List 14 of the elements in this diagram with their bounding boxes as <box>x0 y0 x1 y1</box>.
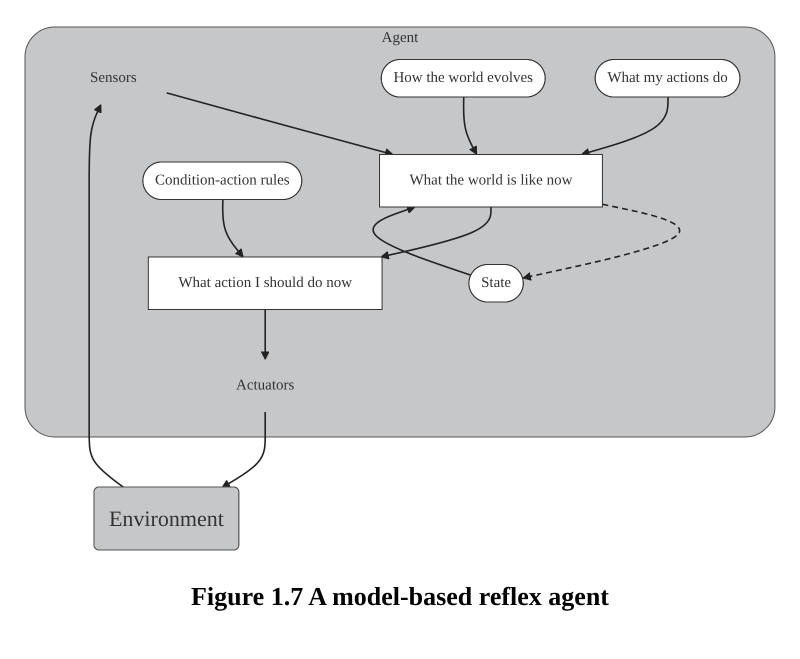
arrow <box>88 104 124 488</box>
node-box: What action I should do now <box>148 256 383 310</box>
node-text: Sensors <box>90 70 137 86</box>
arrow <box>222 199 244 257</box>
arrow <box>260 309 270 360</box>
figure-caption: Figure 1.7 A model-based reflex agent <box>190 582 610 612</box>
node-box: What the world is like now <box>379 154 603 207</box>
arrow <box>462 96 478 154</box>
node-text: Actuators <box>236 376 294 393</box>
arrow <box>372 204 472 276</box>
arrow <box>380 206 492 260</box>
arrow <box>581 96 669 156</box>
arrow <box>222 412 266 488</box>
arrow <box>522 202 680 280</box>
